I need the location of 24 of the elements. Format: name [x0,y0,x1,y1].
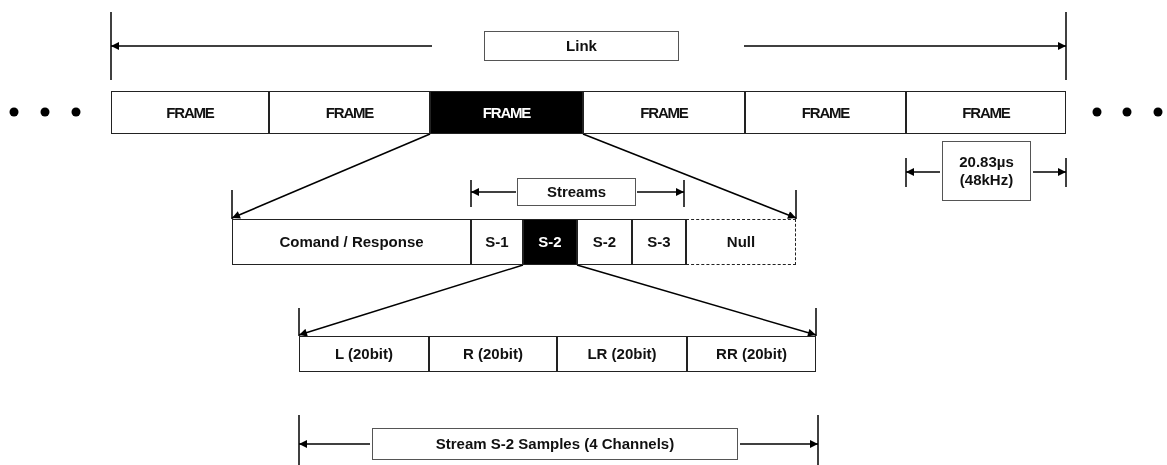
sample-cell: R (20bit) [429,336,557,372]
dimension-label: Link [484,31,679,61]
frame-cell: FRAME [269,91,430,134]
dimension-label: 20.83µs (48kHz) [942,141,1031,201]
sample-cell: RR (20bit) [687,336,816,372]
sample-cell: L (20bit) [299,336,429,372]
dimension-label: Streams [517,178,636,206]
dimension-label: Stream S-2 Samples (4 Channels) [372,428,738,460]
stream-cell: S-2 [523,219,577,265]
arrow [576,264,817,337]
frame-cell: FRAME [111,91,269,134]
stream-cell: S-1 [471,219,523,265]
sample-cell: LR (20bit) [557,336,687,372]
frame-cell: FRAME [430,91,583,134]
stream-cell: S-3 [632,219,686,265]
arrow [298,264,524,337]
field-box: Null [686,219,796,265]
field-box: Comand / Response [232,219,471,265]
frame-cell: FRAME [583,91,745,134]
arrow [231,133,431,219]
stream-cell: S-2 [577,219,632,265]
frame-cell: FRAME [745,91,906,134]
frame-cell: FRAME [906,91,1066,134]
arrow [582,133,797,219]
